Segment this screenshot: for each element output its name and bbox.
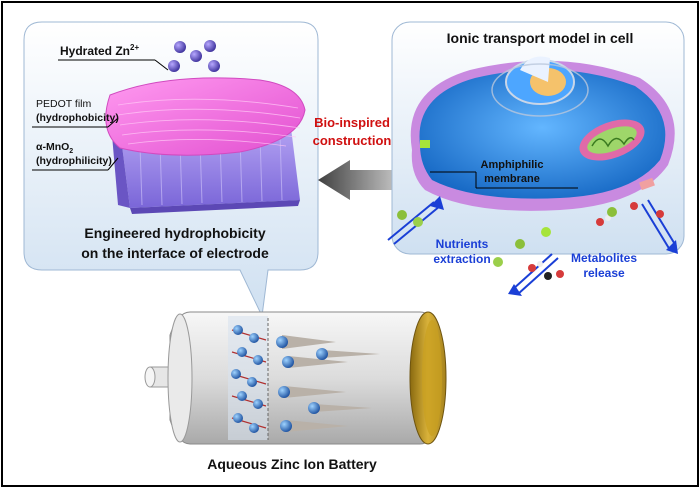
left-caption-line1: Engineered hydrophobicity: [84, 225, 265, 241]
metabolites-label-line1: Metabolites: [571, 251, 637, 265]
nutrients-label-line2: extraction: [433, 252, 490, 266]
hydrated-zn-label: Hydrated Zn2+: [60, 43, 139, 58]
battery-ions: [276, 335, 380, 432]
battery-cathode: [228, 316, 269, 440]
right-panel-title: Ionic transport model in cell: [447, 30, 634, 46]
battery: [144, 311, 447, 445]
transport-arrows: [387, 196, 678, 296]
bio-inspired-arrow: Bio-inspired construction: [313, 115, 410, 200]
membrane-label-line1: Amphiphilic: [481, 159, 544, 171]
mno2-label-line1: α-MnO2: [36, 141, 73, 155]
arrow-label-line2: construction: [313, 133, 392, 148]
arrow-label-line1: Bio-inspired: [314, 115, 390, 130]
membrane-label-line2: membrane: [484, 173, 540, 185]
molecules: [397, 202, 664, 280]
battery-caption: Aqueous Zinc Ion Battery: [207, 456, 377, 472]
pedot-label-line2: (hydrophobicity): [36, 112, 119, 124]
hydrated-zn-ions: [168, 40, 220, 72]
right-panel: Ionic transport model in cell: [391, 21, 685, 255]
metabolites-label-line2: release: [583, 266, 625, 280]
mno2-label-line2: (hydrophilicity): [36, 155, 112, 167]
nucleus: [491, 56, 589, 117]
mitochondrion: [579, 119, 645, 161]
electrode-block: [105, 77, 306, 214]
left-panel: Hydrated Zn2+: [23, 21, 319, 318]
cell-illustration: [410, 56, 675, 211]
pedot-label-line1: PEDOT film: [36, 98, 91, 110]
nutrients-label-line1: Nutrients: [436, 237, 489, 251]
left-caption-line2: on the interface of electrode: [81, 245, 269, 261]
